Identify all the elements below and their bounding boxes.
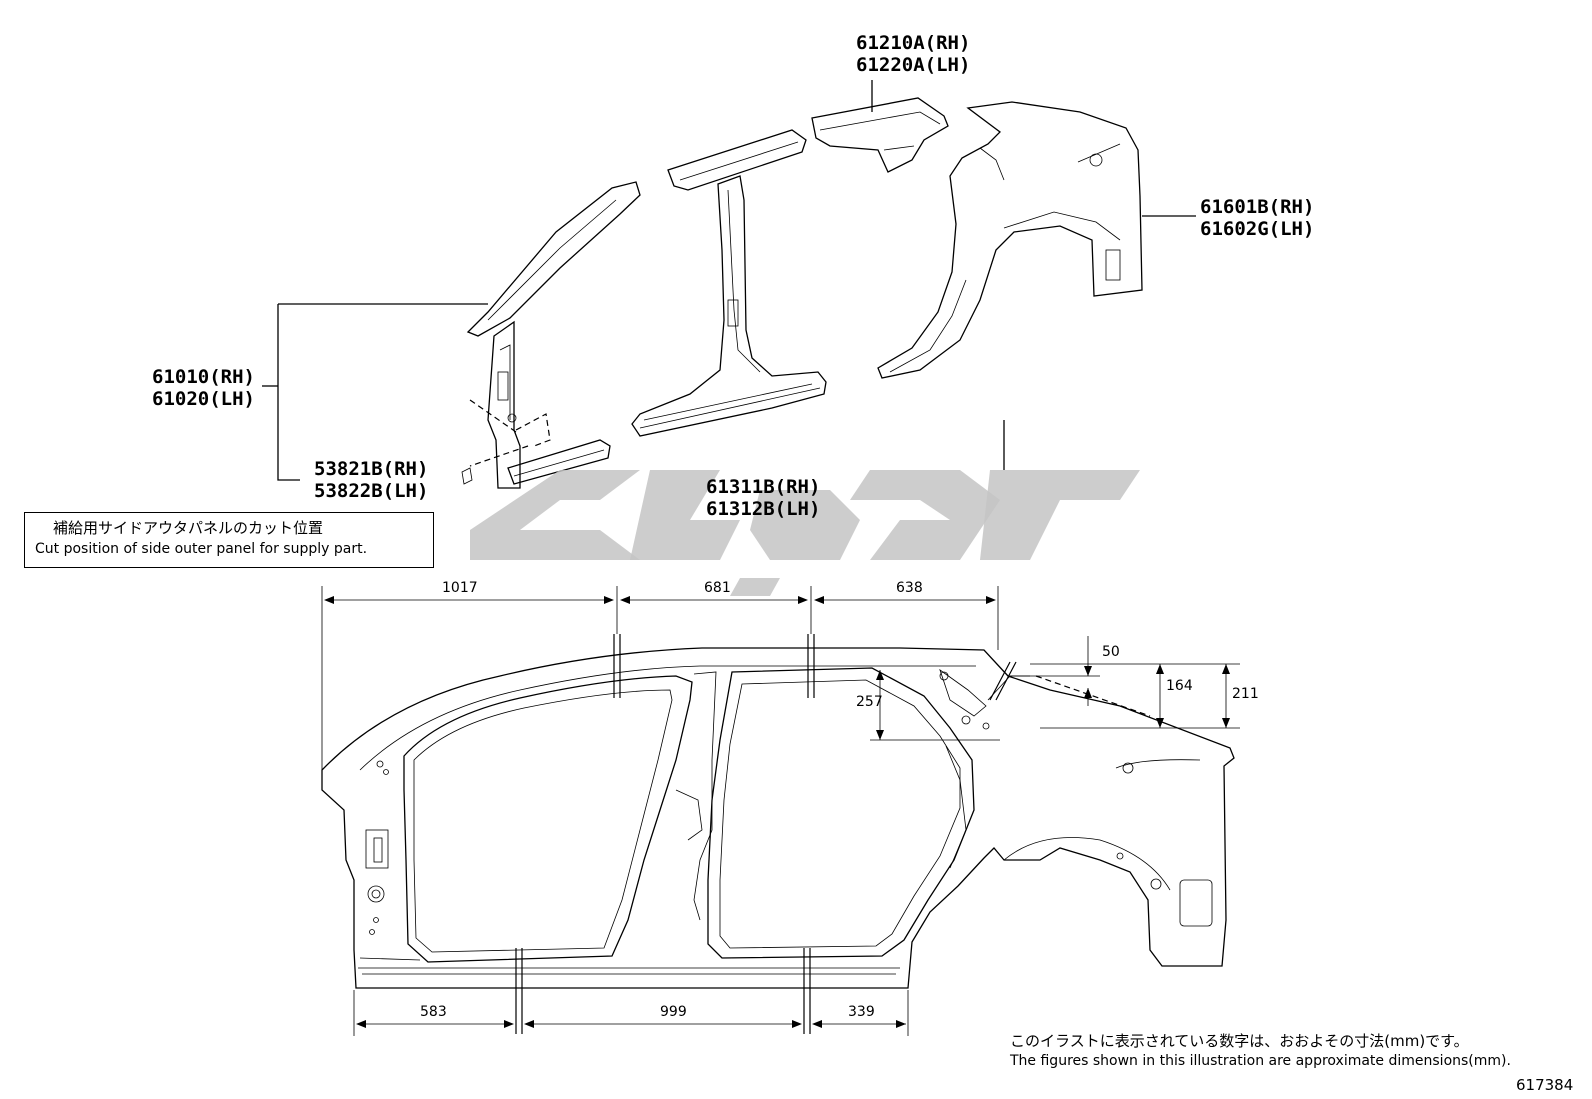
part-number-lh: 61602G(LH) bbox=[1200, 218, 1315, 240]
part-number-lh: 53822B(LH) bbox=[314, 480, 429, 502]
dim-height-c: 257 bbox=[856, 694, 883, 710]
dim-top-2: 681 bbox=[704, 580, 731, 596]
dim-bottom-1: 583 bbox=[420, 1004, 447, 1020]
dim-height-b: 211 bbox=[1232, 686, 1259, 702]
callout-front-pillar: 61010(RH) 61020(LH) bbox=[152, 366, 255, 410]
dim-roof-offset: 50 bbox=[1102, 644, 1120, 660]
part-number-lh: 61220A(LH) bbox=[856, 54, 971, 76]
part-number-lh: 61020(LH) bbox=[152, 388, 255, 410]
part-number-rh: 61010(RH) bbox=[152, 366, 255, 388]
callout-rocker-panel: 61311B(RH) 61312B(LH) bbox=[706, 476, 820, 520]
part-number-rh: 61311B(RH) bbox=[706, 476, 821, 498]
cut-position-english: Cut position of side outer panel for sup… bbox=[35, 541, 368, 557]
dim-top-3: 638 bbox=[896, 580, 923, 596]
part-number-rh: 61210A(RH) bbox=[856, 32, 971, 54]
footnote-english: The figures shown in this illustration a… bbox=[1010, 1053, 1511, 1069]
callout-quarter-panel: 61601B(RH) 61602G(LH) bbox=[1200, 196, 1314, 240]
roof-side-rail-part bbox=[811, 97, 949, 173]
footnote: このイラストに表示されている数字は、おおよその寸法(mm)です。 The fig… bbox=[1010, 1030, 1511, 1069]
part-number-lh: 61312B(LH) bbox=[706, 498, 821, 520]
front-pillar-part bbox=[461, 181, 641, 489]
dim-top-1: 1017 bbox=[442, 580, 478, 596]
callout-bracket: 53821B(RH) 53822B(LH) bbox=[314, 458, 428, 502]
part-number-rh: 61601B(RH) bbox=[1200, 196, 1315, 218]
quarter-panel-part bbox=[877, 101, 1143, 379]
dim-height-a: 164 bbox=[1166, 678, 1193, 694]
illustration-number: 617384 bbox=[1516, 1076, 1574, 1094]
watermark-logo bbox=[470, 470, 1140, 596]
callout-leaders bbox=[262, 80, 1196, 481]
side-outer-panel bbox=[321, 647, 1235, 989]
dim-bottom-2: 999 bbox=[660, 1004, 687, 1020]
part-number-rh: 53821B(RH) bbox=[314, 458, 429, 480]
center-pillar-rocker-part bbox=[631, 129, 827, 437]
footnote-japanese: このイラストに表示されている数字は、おおよその寸法(mm)です。 bbox=[1010, 1032, 1469, 1050]
cut-position-box: 補給用サイドアウタパネルのカット位置 Cut position of side … bbox=[24, 512, 434, 568]
dimension-lines bbox=[321, 586, 1240, 1036]
cut-marks bbox=[515, 634, 1017, 1034]
cut-position-japanese: 補給用サイドアウタパネルのカット位置 bbox=[53, 519, 324, 537]
callout-roof-side-rail: 61210A(RH) 61220A(LH) bbox=[856, 32, 970, 76]
dim-bottom-3: 339 bbox=[848, 1004, 875, 1020]
